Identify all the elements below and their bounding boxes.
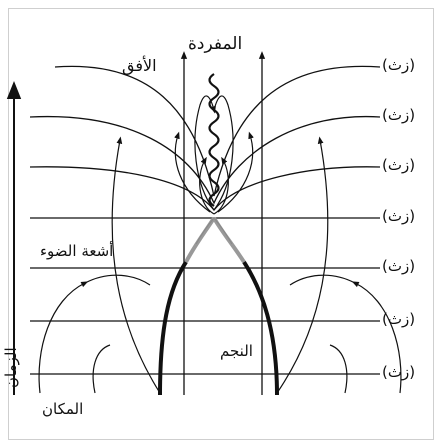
light-ray-inner-left — [195, 96, 214, 210]
singularity-label: المفردة — [188, 36, 242, 53]
star-surface-right-grey — [214, 218, 244, 262]
light-ray-bottom-left — [93, 345, 110, 393]
time-slice-label: (زث) — [382, 365, 415, 380]
singularity-wave — [210, 74, 219, 206]
star-label: النجم — [220, 344, 253, 359]
star-surface-left-grey — [186, 218, 214, 262]
time-axis-label: الزمان — [4, 347, 19, 388]
light-rays-label: أشعة الضوء — [40, 244, 113, 259]
light-ray-low-left — [39, 283, 85, 393]
space-axis-label: المكان — [42, 402, 83, 417]
time-slice-curve-1 — [55, 66, 380, 196]
time-slice-label: (زث) — [382, 108, 415, 123]
time-slice-label: (زث) — [382, 259, 415, 274]
time-slice-curve-2 — [30, 117, 380, 203]
light-ray-outer-right — [277, 140, 328, 393]
star-surface-left — [160, 262, 186, 395]
light-ray-bottom-right — [330, 345, 347, 393]
horizon-label: الأفق — [122, 58, 157, 74]
time-slice-label: (زث) — [382, 312, 415, 327]
star-surface-right — [244, 262, 277, 395]
time-slice-label: (زث) — [382, 58, 415, 73]
time-slice-label: (زث) — [382, 158, 415, 173]
time-slice-label: (زث) — [382, 209, 415, 224]
